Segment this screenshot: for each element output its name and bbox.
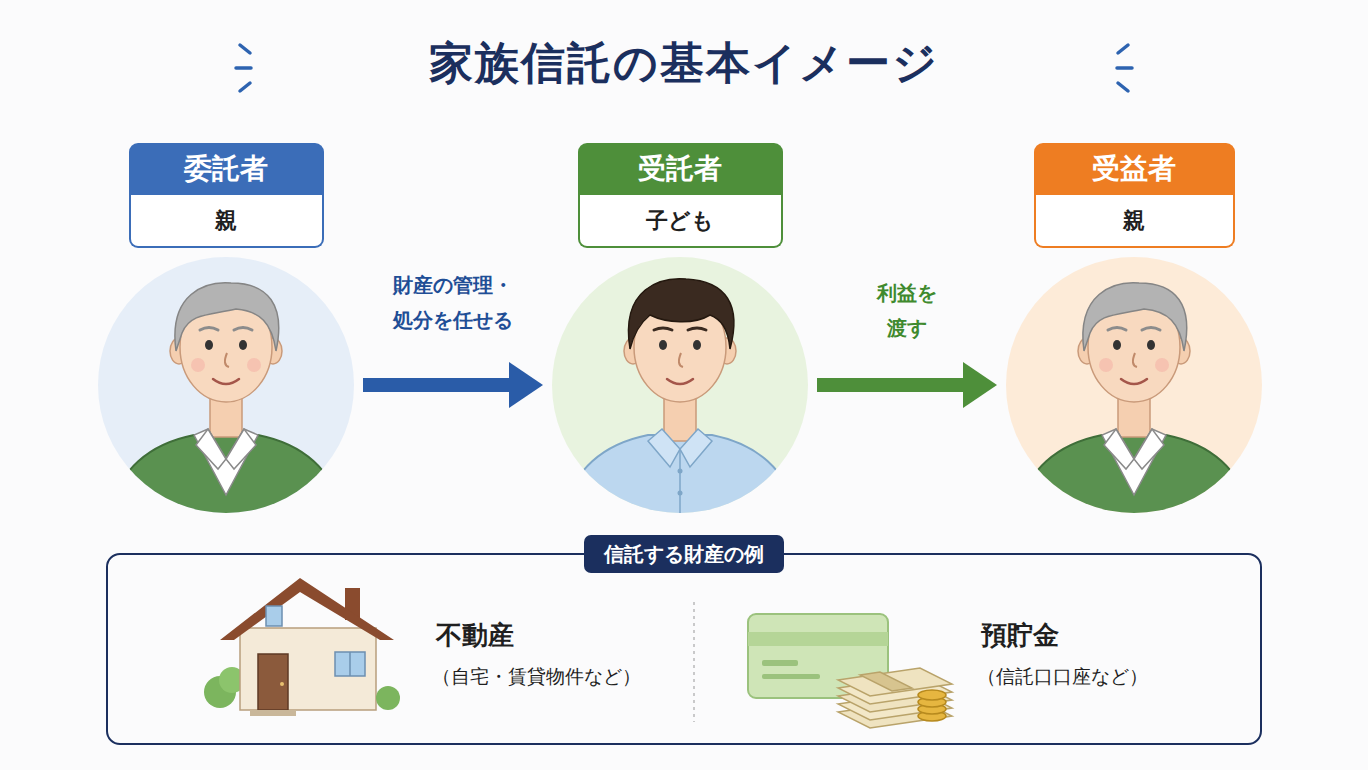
savings-icon bbox=[748, 614, 952, 728]
arrow-label: 財産の管理・ 処分を任せる bbox=[374, 268, 532, 338]
role-person: 親 bbox=[1034, 195, 1235, 248]
role-card: 委託者親 bbox=[98, 143, 354, 513]
asset-name: 預貯金 bbox=[981, 618, 1059, 653]
role-person: 子ども bbox=[578, 195, 783, 248]
asset-panel: 信託する財産の例 bbox=[106, 553, 1262, 745]
role-card: 受益者親 bbox=[1006, 143, 1262, 513]
role-card: 受託者子ども bbox=[552, 143, 808, 513]
role-person: 親 bbox=[129, 195, 324, 248]
role-title: 受益者 bbox=[1034, 143, 1235, 195]
diagram-title: 家族信託の基本イメージ bbox=[0, 34, 1368, 93]
arrow-label: 利益を 渡す bbox=[853, 276, 961, 346]
role-title: 委託者 bbox=[129, 143, 324, 195]
asset-note: （自宅・賃貸物件など） bbox=[432, 664, 641, 690]
house-icon bbox=[204, 578, 400, 716]
asset-note: （信託口口座など） bbox=[977, 664, 1148, 690]
flow-arrow bbox=[817, 378, 963, 392]
panel-heading: 信託する財産の例 bbox=[584, 535, 784, 573]
asset-name: 不動産 bbox=[436, 618, 514, 653]
divider-line bbox=[693, 602, 695, 722]
portrait-circle bbox=[1006, 257, 1262, 525]
portrait-circle bbox=[552, 257, 808, 525]
role-title: 受託者 bbox=[578, 143, 783, 195]
flow-arrow bbox=[363, 378, 509, 392]
portrait-circle bbox=[98, 257, 354, 525]
